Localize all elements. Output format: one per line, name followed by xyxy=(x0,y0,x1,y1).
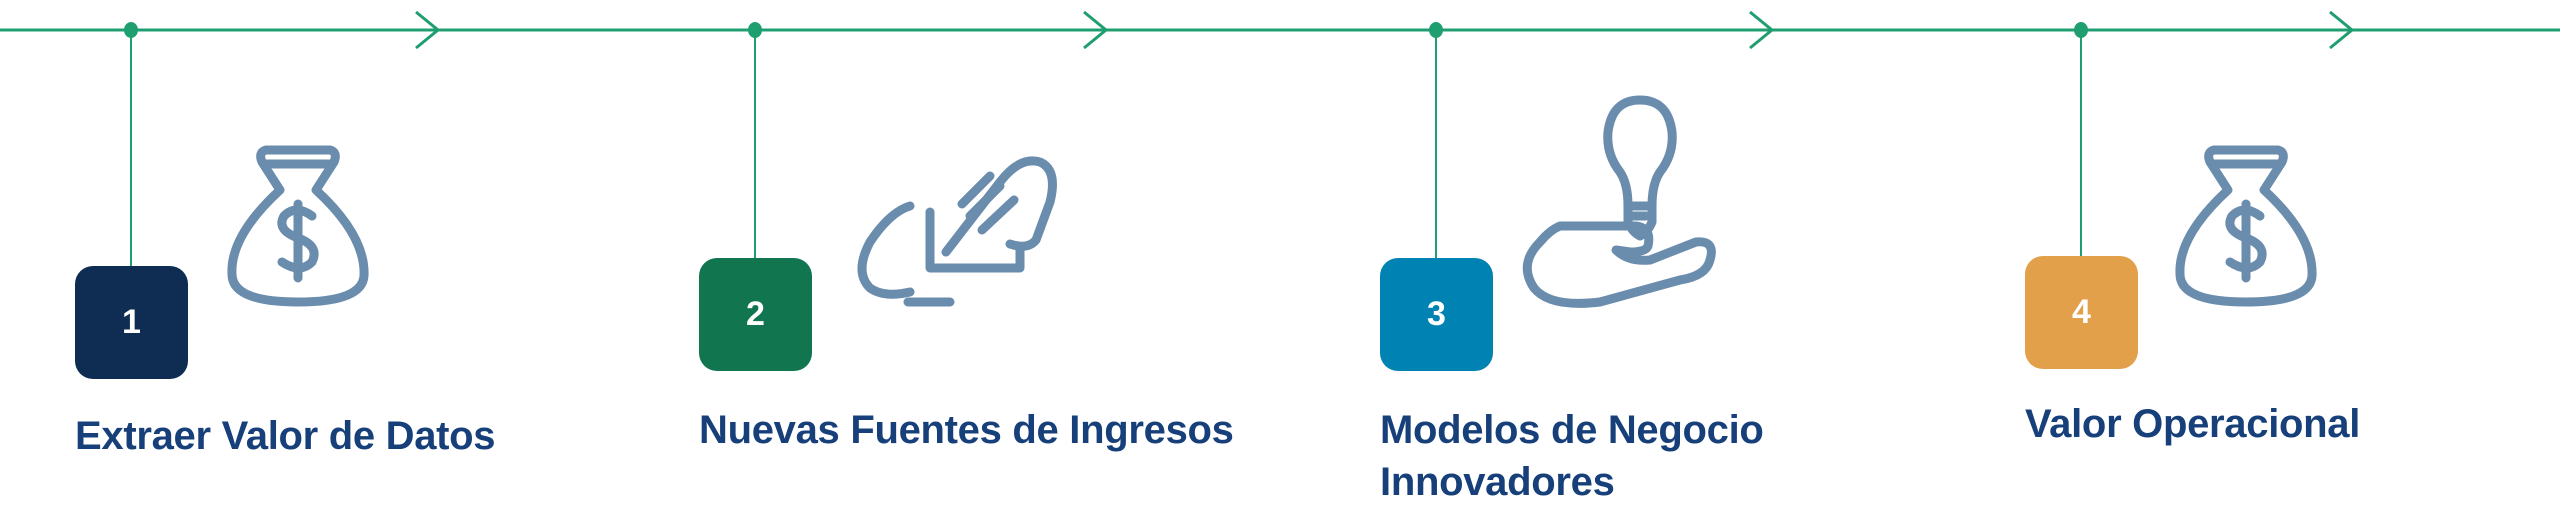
arrow-chevron-icon xyxy=(1749,10,1775,50)
money-bag-icon xyxy=(2174,145,2318,307)
money-bag-icon xyxy=(226,145,370,307)
timeline-dot xyxy=(2074,22,2088,38)
step-title: Extraer Valor de Datos xyxy=(75,414,496,458)
timeline-dot xyxy=(124,22,138,38)
step-number-badge: 3 xyxy=(1380,258,1493,371)
step-number-badge: 4 xyxy=(2025,256,2138,369)
arrow-chevron-icon xyxy=(415,10,441,50)
arrow-chevron-icon xyxy=(1083,10,1109,50)
step-title: Modelos de Negocio Innovadores xyxy=(1380,408,1764,504)
step-number-badge: 1 xyxy=(75,266,188,379)
arrow-chevron-icon xyxy=(2329,10,2355,50)
step-number-badge: 2 xyxy=(699,258,812,371)
timeline-dot xyxy=(748,22,762,38)
timeline-dot xyxy=(1429,22,1443,38)
step-title: Nuevas Fuentes de Ingresos xyxy=(699,408,1234,452)
hand-lightbulb-icon xyxy=(1520,95,1720,322)
step-title: Valor Operacional xyxy=(2025,402,2361,446)
hand-card-payment-icon xyxy=(850,142,1060,307)
